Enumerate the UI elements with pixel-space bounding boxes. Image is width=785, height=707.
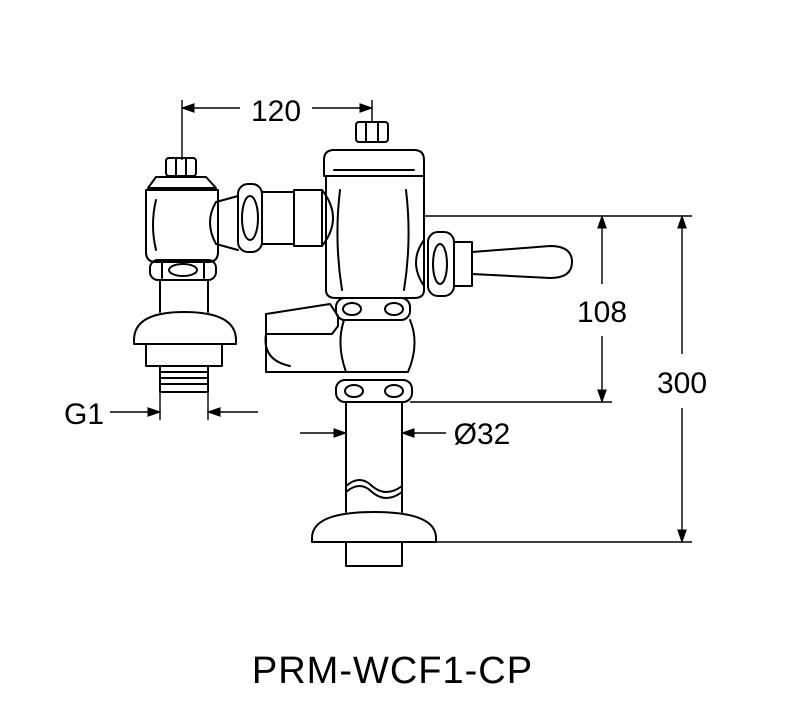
connecting-pipe	[209, 183, 334, 253]
flush-pipe	[311, 401, 437, 567]
inlet-valve	[133, 157, 237, 393]
dim-height-mid-label: 108	[577, 296, 627, 329]
dimension-lines	[110, 100, 692, 544]
flush-valve-body	[264, 121, 425, 403]
dim-thread-label: G1	[64, 398, 104, 431]
flush-handle	[415, 231, 573, 297]
dim-height-total-label: 300	[657, 367, 707, 400]
dim-diameter-label: Ø32	[454, 418, 511, 451]
model-code: PRM-WCF1-CP	[251, 650, 534, 692]
dim-width-label: 120	[251, 95, 301, 128]
